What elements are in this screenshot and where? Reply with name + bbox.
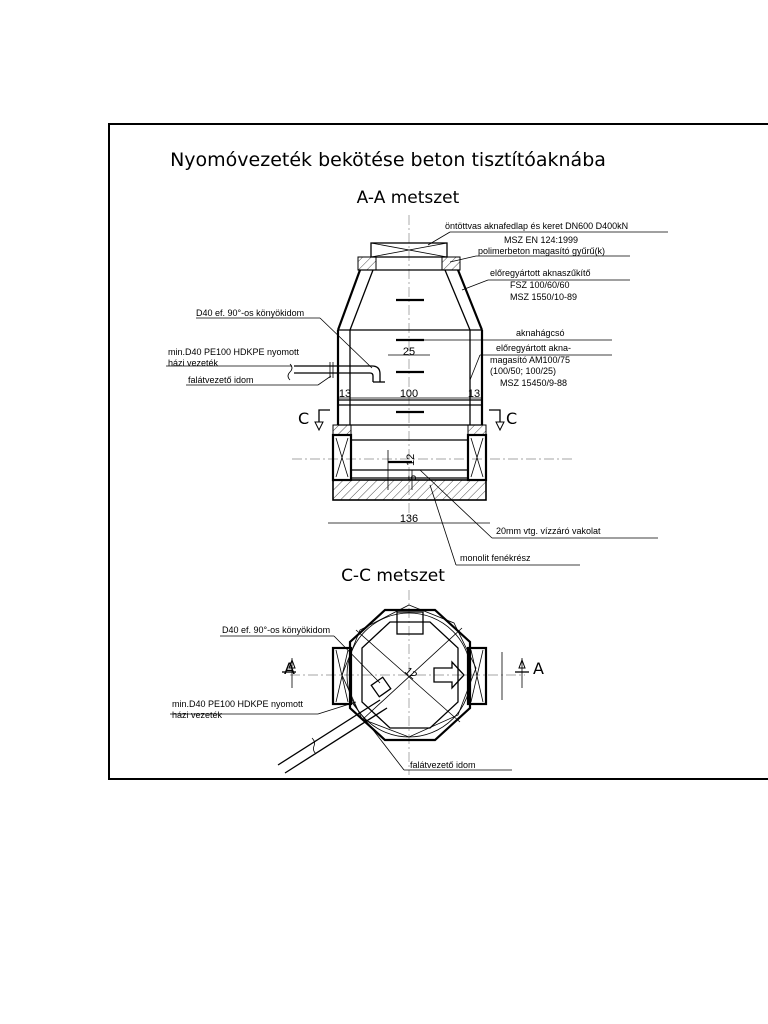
cut-label-a-left: A (284, 659, 295, 678)
cut-label-a-right: A (533, 659, 544, 678)
label-plaster: 20mm vtg. vízzáró vakolat (496, 526, 601, 536)
cc-elbow-pipe (277, 676, 392, 774)
polymer-ring (357, 256, 461, 271)
side-wall-passes (331, 646, 488, 706)
dimensions-aa: 25 100 13 13 136 12 5 (328, 346, 490, 525)
dim-136: 136 (400, 513, 418, 525)
cc-label-pipe-2: házi vezeték (172, 710, 223, 720)
dim-25: 25 (403, 346, 415, 358)
shaft-circle (346, 612, 472, 738)
bottom-chamber (331, 424, 488, 501)
label-ring: polimerbeton magasító gyűrű(k) (478, 246, 605, 256)
label-pipe-1: min.D40 PE100 HDKPE nyomott (168, 347, 300, 357)
cc-label-pipe-1: min.D40 PE100 HDKPE nyomott (172, 699, 304, 709)
dim-12: 12 (405, 454, 417, 466)
label-riser-1: előregyártott akna- (496, 343, 571, 353)
riser-walls (336, 330, 484, 426)
dim-13-right: 13 (468, 388, 480, 400)
label-cover-1: öntöttvas aknafedlap és keret DN600 D400… (445, 221, 628, 231)
ladder-rungs (388, 298, 424, 464)
manhole-cover (370, 242, 448, 258)
dim-100: 100 (400, 388, 418, 400)
label-reducer-1: előregyártott aknaszűkítő (490, 268, 591, 278)
dim-5: 5 (407, 475, 419, 481)
label-riser-2: magasító AM100/75 (490, 355, 570, 365)
cut-markers-c: C C (298, 409, 517, 432)
cut-label-c-left: C (298, 409, 309, 428)
section-aa-heading: A-A metszet (357, 188, 460, 208)
cut-label-c-right: C (506, 409, 517, 428)
dim-13-left: 13 (339, 388, 351, 400)
cc-label-wall-pass: falátvezető idom (410, 760, 476, 770)
cc-leaders (170, 635, 512, 771)
drawing-frame (108, 123, 768, 780)
elbow-pipe (287, 362, 385, 383)
reducer-cone (336, 269, 484, 331)
section-cc-heading: C-C metszet (341, 566, 445, 586)
ladder-arrow (433, 660, 465, 690)
leaders-right (419, 231, 668, 566)
label-cover-2: MSZ EN 124:1999 (504, 235, 578, 245)
cc-label-elbow: D40 ef. 90°-os könyökidom (222, 625, 330, 635)
section-aa: A-A metszet (166, 188, 668, 566)
label-wall-pass: falátvezető idom (188, 375, 254, 385)
cc-dim-12: 12 (402, 665, 419, 682)
drawing-title: Nyomóvezeték bekötése beton tisztítóakná… (170, 149, 606, 171)
label-base: monolit fenékrész (460, 553, 531, 563)
label-riser-3: (100/50; 100/25) (490, 366, 556, 376)
label-elbow: D40 ef. 90°-os könyökidom (196, 308, 304, 318)
label-ladder: aknahágcsó (516, 328, 565, 338)
leaders-left (166, 317, 373, 386)
label-riser-4: MSZ 15450/9-88 (500, 378, 567, 388)
top-box (396, 611, 424, 635)
label-reducer-2: FSZ 100/60/60 (510, 280, 570, 290)
section-cc: C-C metszet (170, 566, 544, 775)
label-reducer-3: MSZ 1550/10-89 (510, 292, 577, 302)
label-pipe-2: házi vezeték (168, 358, 219, 368)
cut-markers-a: A A (282, 658, 544, 688)
